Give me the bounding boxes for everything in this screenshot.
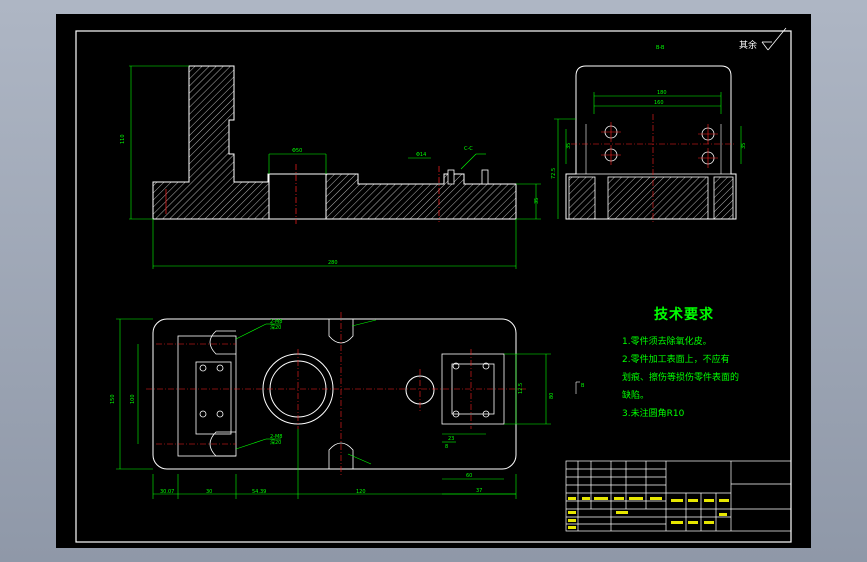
svg-text:8: 8	[445, 444, 448, 450]
svg-text:37: 37	[476, 488, 482, 494]
inner-border	[75, 30, 792, 543]
roughness-note: 其余	[739, 41, 758, 51]
top-u-slot-2	[209, 431, 236, 457]
front-slot-2	[481, 169, 489, 185]
top-outline	[152, 318, 517, 470]
front-body	[152, 65, 517, 220]
svg-text:Φ14: Φ14	[416, 152, 426, 158]
side-outline	[565, 65, 737, 220]
tech-requirement-line-5: 3.未注圆角R10	[622, 409, 685, 419]
title-block	[565, 460, 792, 532]
svg-text:110: 110	[120, 134, 126, 144]
front-view: 110 280 Φ50 Φ14 35 C-C	[120, 65, 541, 269]
svg-text:80: 80	[549, 393, 555, 399]
side-view: 180 160 72.5 35 35 B-B	[551, 27, 787, 224]
top-u-slot-1	[209, 330, 236, 355]
svg-text:B: B	[581, 383, 585, 389]
svg-text:150: 150	[110, 394, 116, 404]
drawing-sheet: 110 280 Φ50 Φ14 35 C-C	[56, 14, 811, 548]
svg-text:30: 30	[206, 489, 212, 495]
tech-requirement-line-2: 2.零件加工表面上，不应有	[622, 355, 730, 365]
svg-text:280: 280	[328, 260, 338, 266]
front-slot-1	[447, 169, 455, 185]
tech-requirement-line-4: 缺陷。	[622, 391, 650, 401]
svg-text:23: 23	[448, 436, 454, 442]
svg-text:2-M8: 2-M8	[270, 319, 282, 325]
svg-text:60: 60	[466, 473, 472, 479]
svg-text:120: 120	[356, 489, 366, 495]
tech-requirements-title: 技术要求	[654, 307, 714, 323]
cad-drawing: 110 280 Φ50 Φ14 35 C-C	[75, 27, 792, 543]
side-hatch-mid	[607, 176, 709, 220]
svg-text:深20: 深20	[270, 324, 281, 331]
svg-text:35: 35	[534, 198, 540, 204]
svg-text:2-M8: 2-M8	[270, 434, 282, 440]
svg-text:C-C: C-C	[464, 146, 473, 152]
svg-text:B-B: B-B	[656, 45, 665, 51]
svg-text:160: 160	[654, 100, 664, 106]
side-hatch-left	[568, 176, 596, 220]
tech-requirement-line-1: 1.零件须去除氧化皮。	[622, 337, 712, 347]
svg-text:Φ50: Φ50	[292, 148, 302, 154]
svg-text:30.07: 30.07	[160, 489, 174, 495]
svg-text:12.5: 12.5	[518, 383, 524, 394]
tech-requirement-line-3: 划痕、擦伤等损伤零件表面的	[622, 373, 740, 383]
top-view: 150 100 30.07 30 54.39 120 60 37 80 12.5…	[110, 312, 585, 499]
svg-text:100: 100	[130, 394, 136, 404]
svg-text:35: 35	[566, 143, 572, 149]
svg-text:深20: 深20	[270, 439, 281, 446]
svg-text:54.39: 54.39	[252, 489, 266, 495]
front-groove	[268, 173, 327, 220]
svg-text:35: 35	[741, 143, 747, 149]
side-hatch-right	[713, 176, 734, 220]
svg-text:180: 180	[657, 90, 667, 96]
svg-text:72.5: 72.5	[551, 168, 557, 179]
